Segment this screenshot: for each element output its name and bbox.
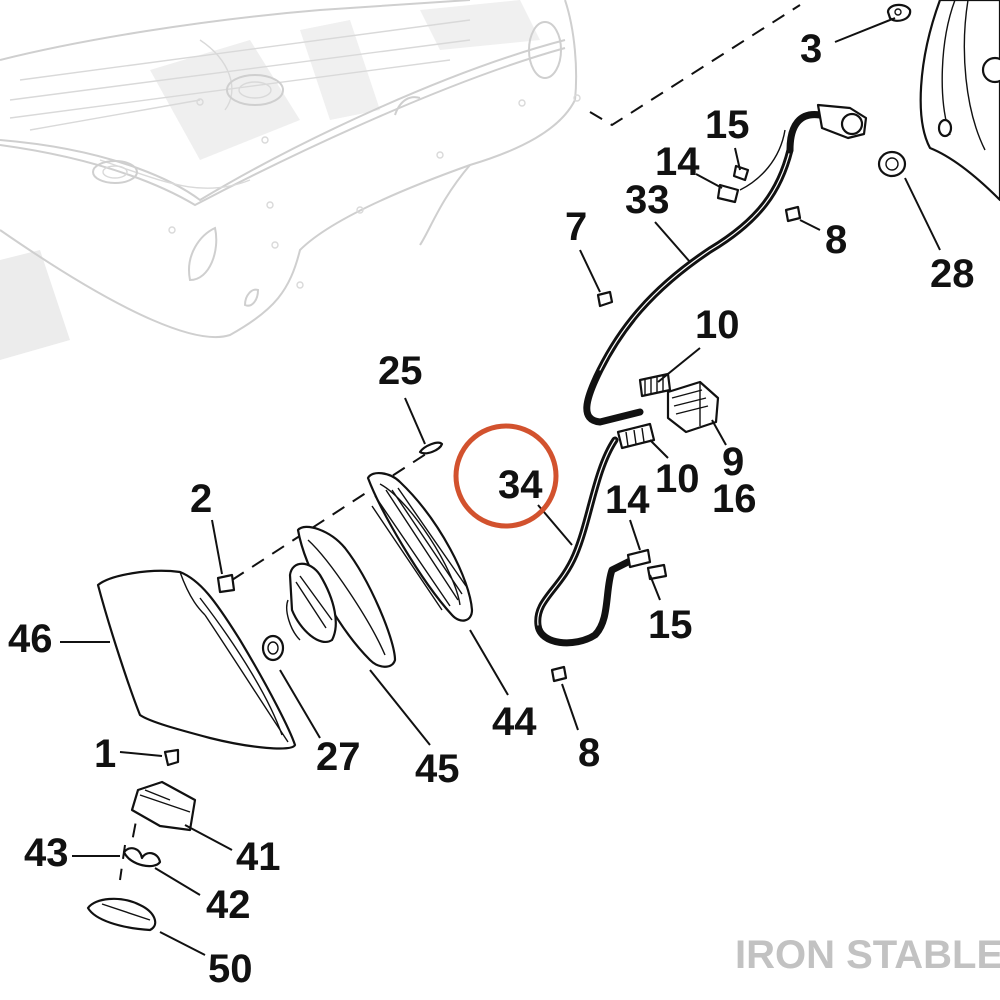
speaker-45 — [286, 525, 397, 668]
callout-45: 45 — [415, 747, 460, 791]
callout-15: 15 — [648, 603, 693, 647]
trim-ring-44 — [366, 472, 474, 622]
connector-9 — [666, 380, 720, 434]
callout-46: 46 — [8, 617, 53, 661]
fairing-inner-shell — [0, 0, 581, 339]
mount-hardware — [86, 748, 197, 932]
wiring-harness-34 — [534, 422, 668, 647]
callout-42: 42 — [206, 883, 251, 927]
callout-27: 27 — [316, 735, 361, 779]
leader-lines — [60, 17, 941, 956]
callout-41: 41 — [236, 835, 281, 879]
enclosure-46 — [96, 569, 297, 750]
callout-14: 14 — [605, 478, 650, 522]
callout-15: 15 — [705, 103, 750, 147]
highlight-ring-34 — [453, 423, 559, 529]
callout-34: 34 — [498, 463, 543, 507]
callout-43: 43 — [24, 831, 69, 875]
callout-16: 16 — [712, 477, 757, 521]
callout-10: 10 — [695, 303, 740, 347]
wiring-harness-33 — [583, 103, 868, 426]
callout-3: 3 — [800, 27, 822, 71]
grommet-28 — [877, 150, 907, 178]
callout-1: 1 — [94, 732, 116, 776]
callout-labels: 3 15 14 33 7 8 28 10 25 9 10 16 34 2 14 … — [8, 27, 975, 991]
callout-50: 50 — [208, 947, 253, 991]
callout-8: 8 — [825, 218, 847, 262]
callout-7: 7 — [565, 205, 587, 249]
callout-33: 33 — [625, 178, 670, 222]
callout-10: 10 — [655, 457, 700, 501]
background-watermark-strokes — [0, 0, 540, 360]
callout-44: 44 — [492, 700, 537, 744]
brand-watermark: IRON STABLE — [735, 933, 1000, 977]
right-speaker-pod — [886, 0, 1000, 202]
callout-25: 25 — [378, 349, 423, 393]
callout-14: 14 — [655, 140, 700, 184]
callout-8: 8 — [578, 731, 600, 775]
callout-2: 2 — [190, 477, 212, 521]
fasteners — [216, 205, 802, 683]
grommet-27 — [261, 634, 285, 662]
callout-9: 9 — [722, 440, 744, 484]
callout-28: 28 — [930, 252, 975, 296]
